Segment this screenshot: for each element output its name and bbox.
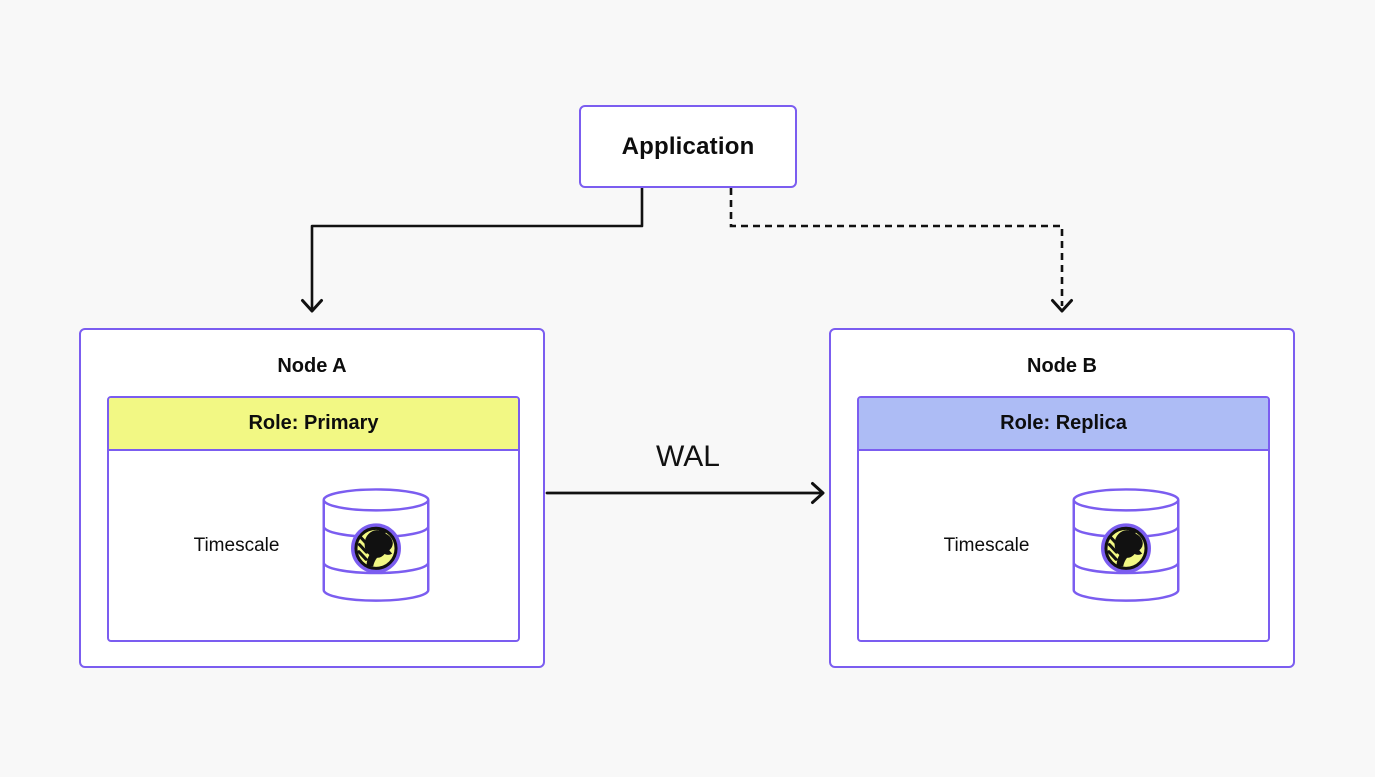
node-a-role-box: Role: Primary Timescale xyxy=(107,396,520,642)
arrowhead-down-icon xyxy=(1051,299,1073,313)
role-primary-label: Role: Primary xyxy=(248,412,379,434)
wal-label: WAL xyxy=(656,440,720,473)
role-replica-header: Role: Replica xyxy=(859,398,1268,451)
node-b-body: Timescale xyxy=(859,451,1268,640)
timescale-label: Timescale xyxy=(193,534,280,556)
arrowhead-down-icon xyxy=(301,299,323,313)
wal-arrow xyxy=(545,482,825,504)
role-primary-header: Role: Primary xyxy=(109,398,518,451)
timescale-logo-icon xyxy=(1101,523,1152,574)
node-b-title: Node B xyxy=(1027,355,1097,377)
node-a-box: Node A Role: Primary Timescale xyxy=(79,328,545,668)
application-label: Application xyxy=(621,132,755,160)
timescale-database-icon xyxy=(1072,488,1180,602)
timescale-database-icon xyxy=(322,488,430,602)
app-to-primary-arrow xyxy=(301,186,644,313)
arrowhead-right-icon xyxy=(811,482,825,504)
node-b-box: Node B Role: Replica Timescale xyxy=(829,328,1295,668)
app-to-replica-dashed-arrow xyxy=(729,188,1073,313)
node-b-role-box: Role: Replica Timescale xyxy=(857,396,1270,642)
node-a-title: Node A xyxy=(277,355,347,377)
timescale-label: Timescale xyxy=(943,534,1030,556)
role-replica-label: Role: Replica xyxy=(1000,412,1127,434)
timescale-logo-icon xyxy=(351,523,402,574)
node-a-body: Timescale xyxy=(109,451,518,640)
application-box: Application xyxy=(579,105,797,188)
